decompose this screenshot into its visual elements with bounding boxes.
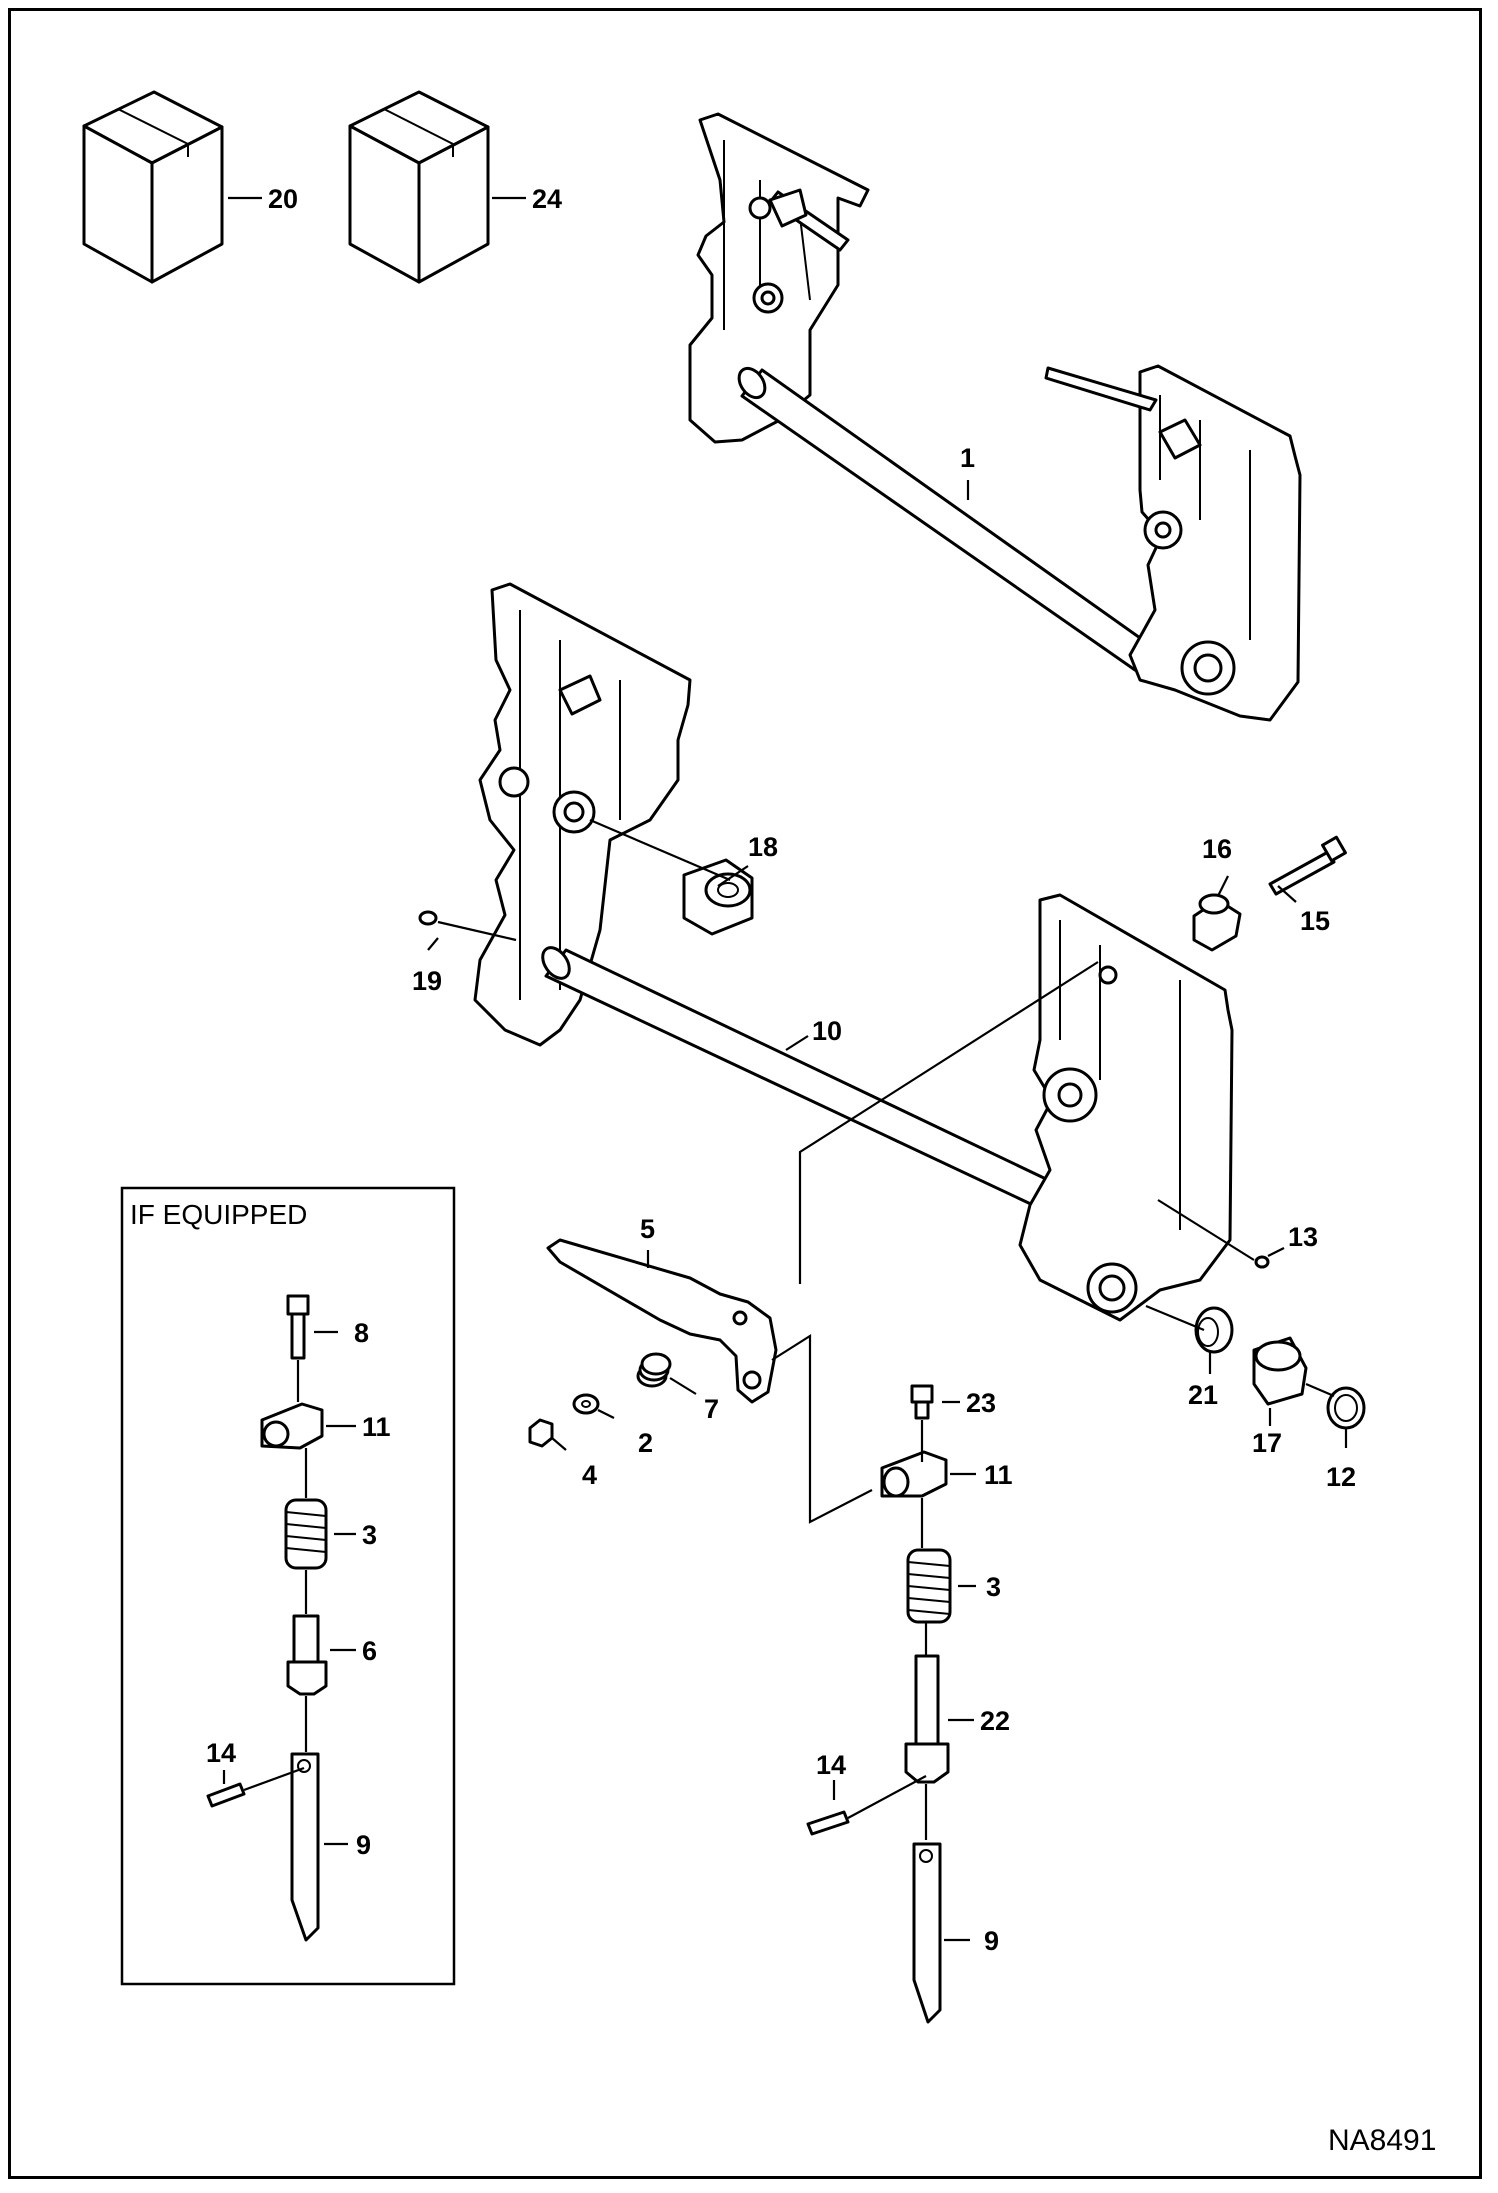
screw-15: [1268, 835, 1347, 896]
callout-10: 10: [812, 1016, 842, 1046]
callout-11-right: 11: [984, 1460, 1013, 1490]
callout-3-right: 3: [986, 1572, 1001, 1602]
bolt-23: [910, 1384, 934, 1420]
callout-14-right: 14: [816, 1750, 846, 1780]
block-11-inset: [260, 1402, 324, 1450]
kit-box-20: [82, 90, 224, 284]
callout-14-inset: 14: [206, 1738, 236, 1768]
bolt-8: [286, 1294, 310, 1360]
pin-22: [904, 1654, 950, 1784]
kit-box-24: [348, 90, 490, 284]
nut-4: [528, 1418, 554, 1448]
drawing-code: NA8491: [1328, 2124, 1436, 2157]
callout-4: 4: [582, 1460, 597, 1490]
spring-3-inset: [284, 1498, 328, 1570]
if-equipped-box: IF EQUIPPED: [120, 1186, 456, 1986]
callout-21: 21: [1188, 1380, 1218, 1410]
callout-13: 13: [1288, 1222, 1318, 1252]
callout-17: 17: [1252, 1428, 1282, 1458]
roll-pin-14-inset: [206, 1782, 246, 1808]
callout-1: 1: [960, 443, 975, 473]
callout-7: 7: [704, 1394, 719, 1424]
callout-23: 23: [966, 1388, 996, 1418]
quick-attach-frame-assembly: [688, 112, 1302, 722]
handle-5: [546, 1238, 778, 1404]
callout-2: 2: [638, 1428, 653, 1458]
ring-21: [1194, 1306, 1234, 1354]
callout-6: 6: [362, 1636, 377, 1666]
fitting-19: [418, 910, 438, 926]
washer-2: [572, 1393, 600, 1415]
spring-7: [636, 1352, 672, 1388]
callout-18: 18: [748, 832, 778, 862]
spring-3-right: [906, 1548, 952, 1624]
block-11-right: [880, 1450, 948, 1498]
roll-pin-14-right: [806, 1810, 850, 1836]
leader-lines: [222, 196, 1348, 1942]
callout-8: 8: [354, 1318, 369, 1348]
bushing-17: [1252, 1336, 1308, 1406]
fitting-13: [1254, 1255, 1270, 1269]
snap-ring-12: [1326, 1386, 1366, 1430]
box-title: IF EQUIPPED: [130, 1199, 307, 1230]
callout-22: 22: [980, 1706, 1010, 1736]
callout-5: 5: [640, 1214, 655, 1244]
callout-24: 24: [532, 184, 562, 214]
callout-19: 19: [412, 966, 442, 996]
pin-6: [286, 1614, 328, 1696]
latch-9-right: [912, 1842, 942, 2024]
callout-16: 16: [1202, 834, 1232, 864]
bushing-18: [682, 858, 754, 936]
callout-9-inset: 9: [356, 1830, 371, 1860]
callout-11-inset: 11: [362, 1412, 391, 1442]
callout-9-right: 9: [984, 1926, 999, 1956]
quick-attach-frame: [473, 582, 1234, 1322]
callout-12: 12: [1326, 1462, 1356, 1492]
callout-20: 20: [268, 184, 298, 214]
callout-15: 15: [1300, 906, 1330, 936]
callout-3-inset: 3: [362, 1520, 377, 1550]
bushing-16: [1192, 893, 1242, 952]
callouts: 20 24 1 18 16 15 19 10 13 5 7 2 4 21 17 …: [206, 184, 1356, 1956]
latch-9-inset: [290, 1752, 320, 1942]
